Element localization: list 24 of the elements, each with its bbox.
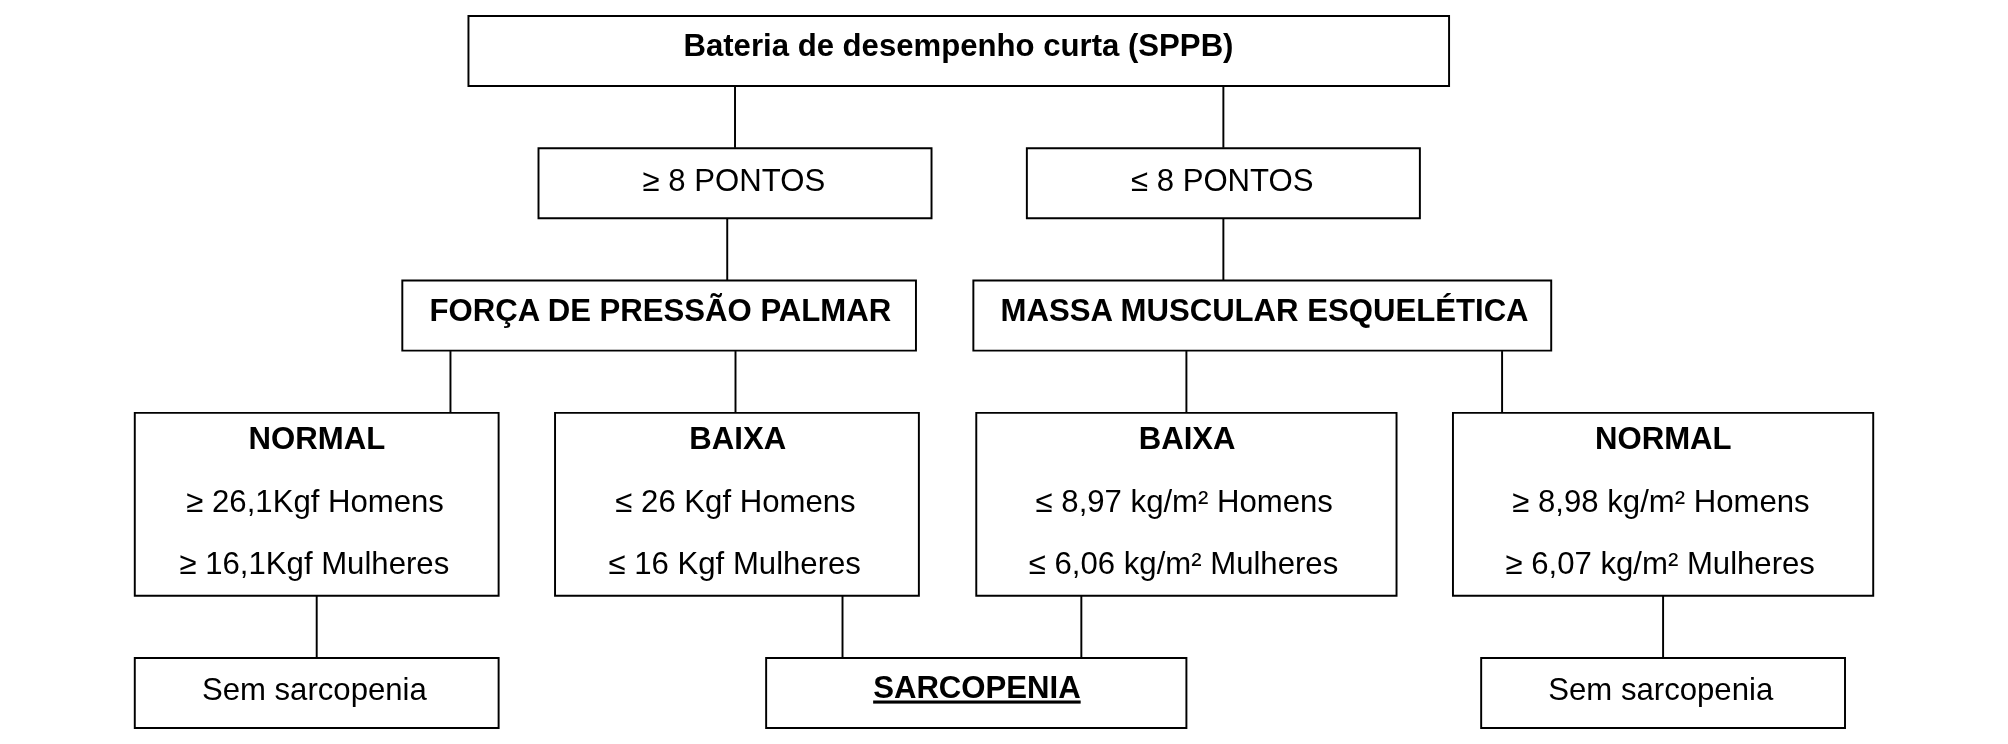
connector [1222, 217, 1225, 281]
connector [734, 350, 737, 414]
node-box: BAIXA ≤ 26 Kgf Homens ≤ 16 Kgf Mulheres [554, 411, 920, 597]
node-box: Bateria de desempenho curta (SPPB) [467, 14, 1451, 87]
node-box: FORÇA DE PRESSÃO PALMAR [401, 279, 917, 352]
node-box: Sem sarcopenia [1480, 657, 1846, 730]
connector [1662, 594, 1665, 659]
connector [726, 217, 729, 281]
connector [1080, 594, 1083, 659]
connector [1222, 85, 1225, 149]
connector [1501, 350, 1504, 414]
node-box: ≥ 8 PONTOS [537, 147, 933, 220]
node-box: NORMAL ≥ 26,1Kgf Homens ≥ 16,1Kgf Mulheres [133, 411, 500, 597]
node-box: NORMAL ≥ 8,98 kg/m² Homens ≥ 6,07 kg/m² Mulheres [1452, 411, 1875, 597]
connector [1185, 350, 1188, 414]
node-box: BAIXA ≤ 8,97 kg/m² Homens ≤ 6,06 kg/m² Mulheres [975, 411, 1398, 597]
node-box: MASSA MUSCULAR ESQUELÉTICA [972, 279, 1553, 352]
connector [315, 594, 318, 659]
connector [734, 85, 736, 149]
connector [841, 594, 844, 659]
node-box: SARCOPENIA [765, 657, 1188, 730]
node-box: ≤ 8 PONTOS [1025, 147, 1421, 220]
node-box: Sem sarcopenia [133, 657, 500, 730]
connector [449, 350, 452, 414]
